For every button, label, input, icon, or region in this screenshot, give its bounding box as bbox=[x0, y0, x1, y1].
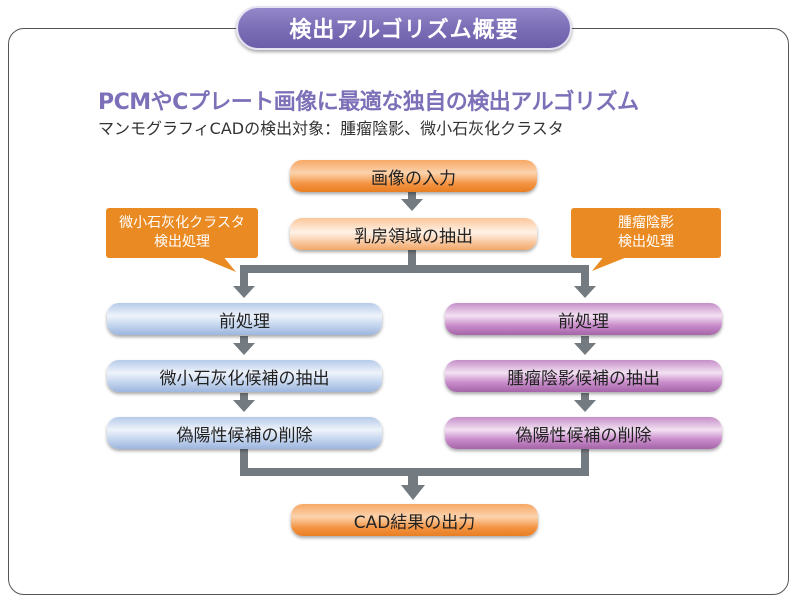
right-step-preprocessing: 前処理 bbox=[445, 303, 722, 335]
connector-line bbox=[581, 265, 589, 288]
callout-calcification-detection: 微小石灰化クラスタ 検出処理 bbox=[106, 208, 258, 258]
headline: PCMやCプレート画像に最適な独自の検出アルゴリズム bbox=[98, 90, 639, 115]
left-step-false-positive-removal: 偽陽性候補の削除 bbox=[107, 417, 382, 449]
arrow-down-icon bbox=[574, 343, 596, 355]
step-breast-region-extraction: 乳房領域の抽出 bbox=[290, 218, 537, 250]
right-step-false-positive-removal: 偽陽性候補の削除 bbox=[445, 417, 722, 449]
callout-tail bbox=[592, 255, 632, 271]
arrow-down-icon bbox=[574, 400, 596, 412]
arrow-down-icon bbox=[574, 286, 596, 298]
right-step-mass-candidates: 腫瘤陰影候補の抽出 bbox=[445, 360, 722, 392]
connector-line bbox=[240, 336, 248, 344]
left-step-calcification-candidates: 微小石灰化候補の抽出 bbox=[107, 360, 382, 392]
step-image-input: 画像の入力 bbox=[290, 160, 537, 192]
subheadline: マンモグラフィCADの検出対象：腫瘤陰影、微小石灰化クラスタ bbox=[98, 119, 564, 138]
diagram-title: 検出アルゴリズム概要 bbox=[236, 6, 572, 50]
connector-line bbox=[408, 472, 418, 486]
arrow-down-icon bbox=[233, 400, 255, 412]
connector-line bbox=[581, 393, 589, 401]
connector-line bbox=[240, 393, 248, 401]
connector-line bbox=[581, 449, 589, 474]
left-step-preprocessing: 前処理 bbox=[107, 303, 382, 335]
callout-line: 検出処理 bbox=[153, 234, 210, 250]
arrow-down-icon bbox=[233, 343, 255, 355]
arrow-down-icon bbox=[401, 199, 423, 211]
arrow-down-icon bbox=[401, 485, 425, 500]
connector-line bbox=[581, 336, 589, 344]
connector-line bbox=[408, 249, 416, 269]
callout-mass-detection: 腫瘤陰影 検出処理 bbox=[571, 208, 721, 258]
step-cad-output: CAD結果の出力 bbox=[291, 504, 538, 536]
connector-line bbox=[240, 449, 248, 474]
callout-line: 検出処理 bbox=[618, 234, 674, 250]
callout-line: 腫瘤陰影 bbox=[618, 215, 674, 231]
arrow-down-icon bbox=[233, 286, 255, 298]
connector-line bbox=[408, 192, 416, 200]
callout-line: 微小石灰化クラスタ bbox=[119, 215, 245, 231]
split-line bbox=[240, 265, 589, 273]
connector-line bbox=[240, 265, 248, 288]
callout-tail bbox=[195, 255, 236, 272]
